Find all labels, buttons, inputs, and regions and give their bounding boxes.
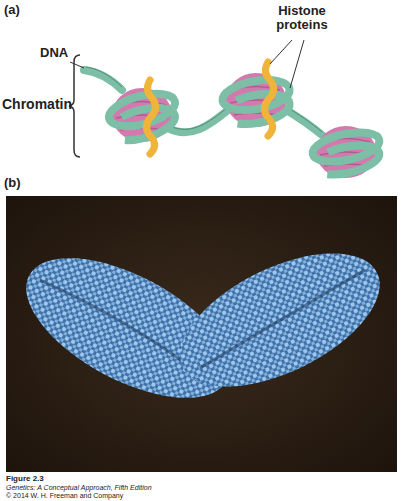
dna-helix-lines — [86, 67, 322, 132]
figure-caption: Figure 2.3 — [6, 475, 44, 484]
part-label: DNA — [40, 46, 68, 60]
panel-label: (b) — [4, 176, 21, 190]
chromatid — [160, 226, 400, 414]
nucleosome — [106, 80, 179, 154]
linker-dna — [84, 70, 322, 135]
nucleosome — [310, 126, 382, 180]
copyright-note: © 2014 W. H. Freeman and Company — [6, 492, 123, 500]
panel-label: (a) — [4, 3, 20, 17]
leader-line — [70, 62, 84, 68]
leader-line — [270, 40, 304, 88]
part-label: Histone proteins — [262, 4, 342, 31]
part-label: Chromatin — [2, 97, 72, 112]
source-note: Genetics: A Conceptual Approach, Fifth E… — [6, 484, 152, 492]
nucleosome — [220, 62, 292, 136]
